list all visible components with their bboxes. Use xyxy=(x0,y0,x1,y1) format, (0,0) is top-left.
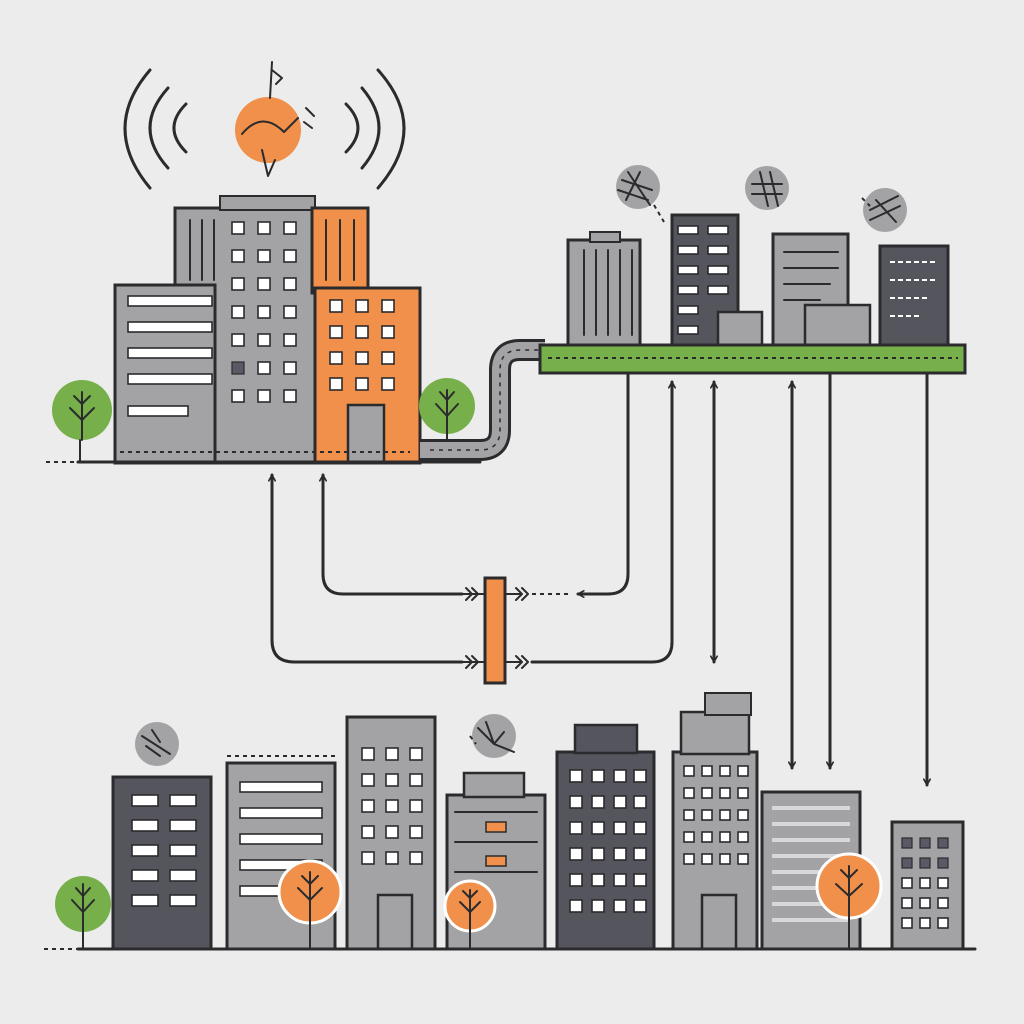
door xyxy=(700,893,738,951)
broadcast-signal-icon xyxy=(123,68,406,190)
connection-lines xyxy=(272,373,927,787)
connection-hub-icon xyxy=(483,576,507,685)
building-windows xyxy=(901,837,949,929)
no-signal-icon xyxy=(135,722,179,766)
door xyxy=(376,893,414,951)
top-left-city-block xyxy=(46,61,482,465)
tree-icon xyxy=(52,380,112,463)
building-windows xyxy=(569,769,647,913)
tree-icon xyxy=(277,859,343,949)
central-building-windows xyxy=(231,221,297,403)
no-signal-icon xyxy=(861,188,907,232)
building-windows xyxy=(683,765,749,865)
no-signal-icon xyxy=(469,714,516,758)
top-right-city-platform xyxy=(538,165,967,375)
bottom-city-row xyxy=(44,692,977,951)
building-windows xyxy=(131,794,197,907)
building-stripes xyxy=(189,219,215,281)
door xyxy=(346,403,386,465)
tree-icon xyxy=(815,852,883,949)
dark-tower-windows xyxy=(677,225,729,335)
tree-icon xyxy=(55,876,111,949)
building-windows xyxy=(239,781,323,897)
no-signal-icon xyxy=(745,166,789,210)
no-signal-icon xyxy=(616,165,665,223)
satellite-dish-icon xyxy=(235,61,315,177)
left-building-windows xyxy=(127,295,213,417)
orange-building-windows xyxy=(329,299,395,391)
tree-icon xyxy=(443,879,497,949)
building-windows xyxy=(361,747,423,865)
pipe-connector xyxy=(420,339,545,461)
